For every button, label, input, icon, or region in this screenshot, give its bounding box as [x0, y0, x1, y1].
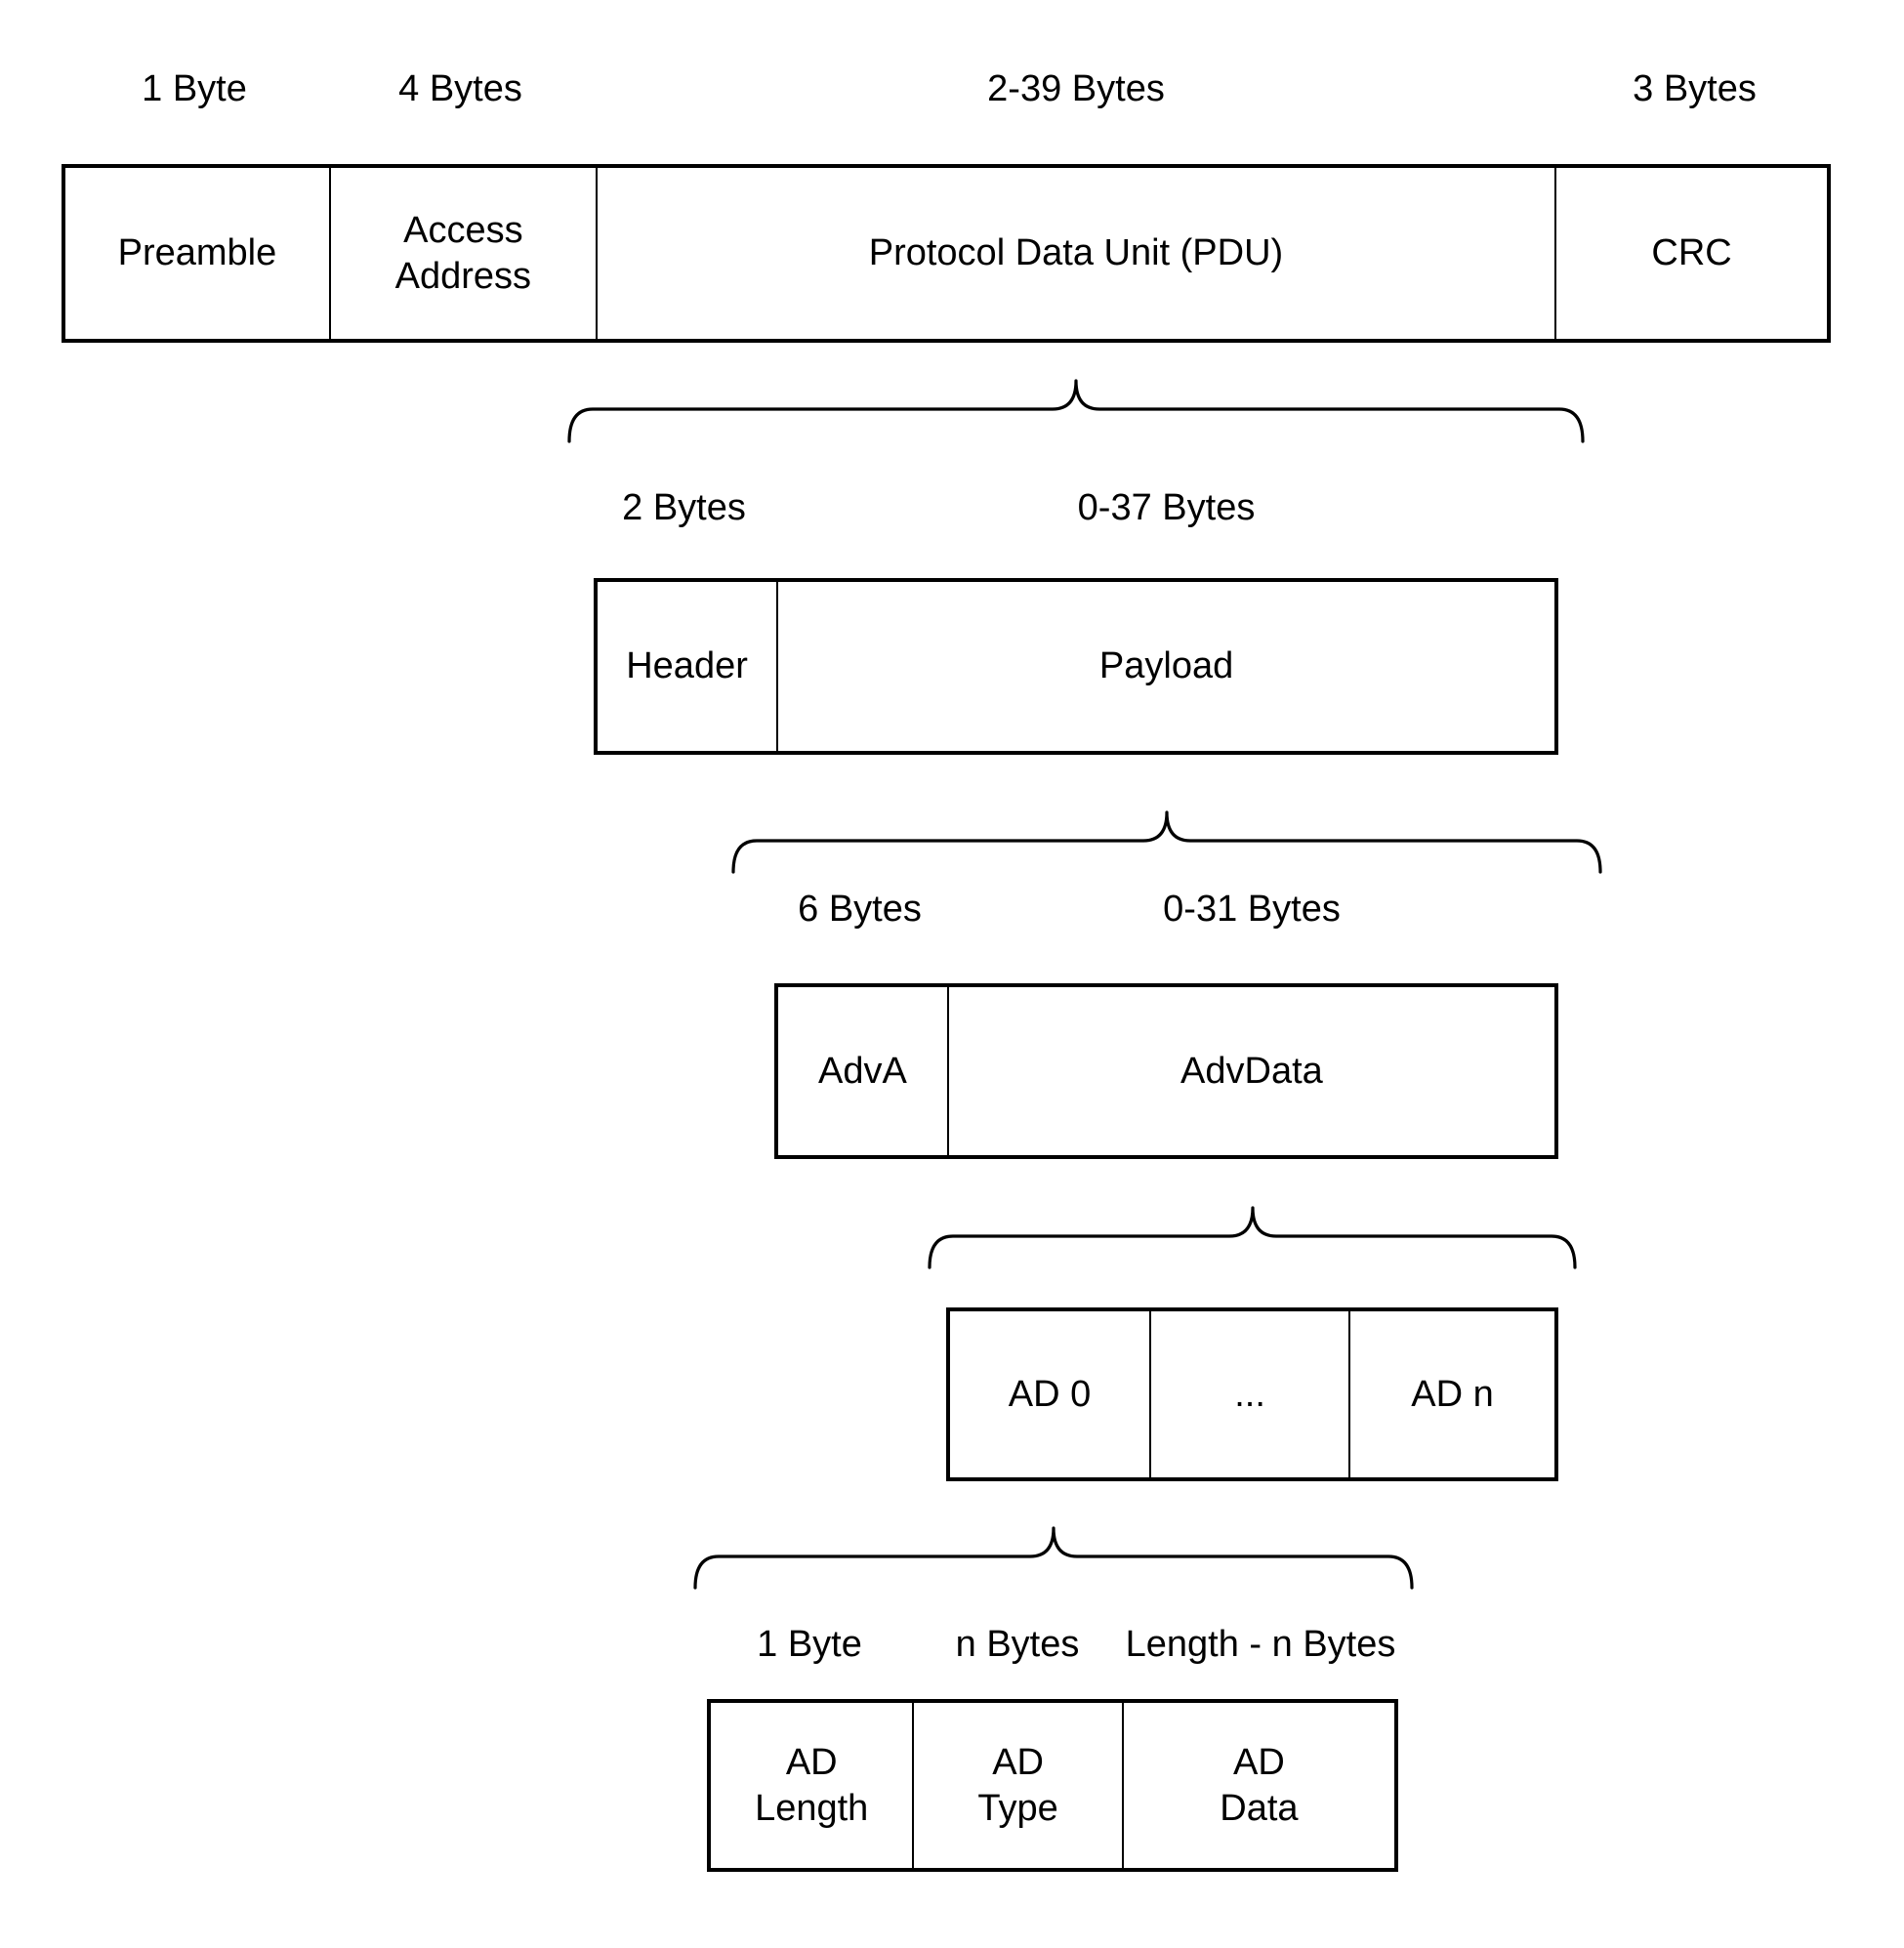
cell-ad-data: AD Data [1121, 1703, 1394, 1868]
cell-pdu: Protocol Data Unit (PDU) [595, 168, 1554, 339]
cell-payload: Payload [776, 582, 1554, 751]
cell-preamble: Preamble [117, 232, 277, 274]
cell-advdata: AdvData [946, 987, 1554, 1155]
payload-row: AdvA AdvData [774, 983, 1558, 1159]
brace-pdu-expansion [567, 379, 1585, 443]
size-label-adva: 6 Bytes [798, 888, 922, 930]
size-label-ad-data: Length - n Bytes [1125, 1623, 1396, 1665]
packet-row: Preamble Access Address Protocol Data Un… [62, 164, 1831, 343]
size-label-access-address: 4 Bytes [398, 67, 522, 109]
size-label-advdata: 0-31 Bytes [1163, 888, 1341, 930]
size-label-header: 2 Bytes [622, 486, 746, 528]
size-label-crc: 3 Bytes [1633, 67, 1757, 109]
brace-advdata-expansion [928, 1206, 1577, 1269]
cell-ad-length: AD Length [755, 1742, 869, 1829]
pdu-row: Header Payload [594, 578, 1558, 755]
size-label-preamble: 1 Byte [142, 67, 247, 109]
cell-adva: AdvA [818, 1050, 907, 1092]
cell-header: Header [626, 645, 748, 687]
cell-ad-0: AD 0 [1008, 1373, 1092, 1415]
advdata-row: AD 0 ... AD n [946, 1307, 1558, 1481]
cell-ad-n: AD n [1348, 1311, 1554, 1477]
size-label-ad-length: 1 Byte [757, 1623, 862, 1665]
cell-ad-type: AD Type [912, 1703, 1121, 1868]
brace-payload-expansion [731, 810, 1602, 874]
size-label-payload: 0-37 Bytes [1077, 486, 1256, 528]
brace-ad0-expansion [693, 1526, 1414, 1590]
cell-crc: CRC [1554, 168, 1827, 339]
ad-structure-row: AD Length AD Type AD Data [707, 1699, 1398, 1872]
cell-ad-ellipsis: ... [1149, 1311, 1348, 1477]
size-label-pdu: 2-39 Bytes [987, 67, 1165, 109]
cell-access-address: Access Address [328, 168, 596, 339]
size-label-ad-type: n Bytes [955, 1623, 1080, 1665]
